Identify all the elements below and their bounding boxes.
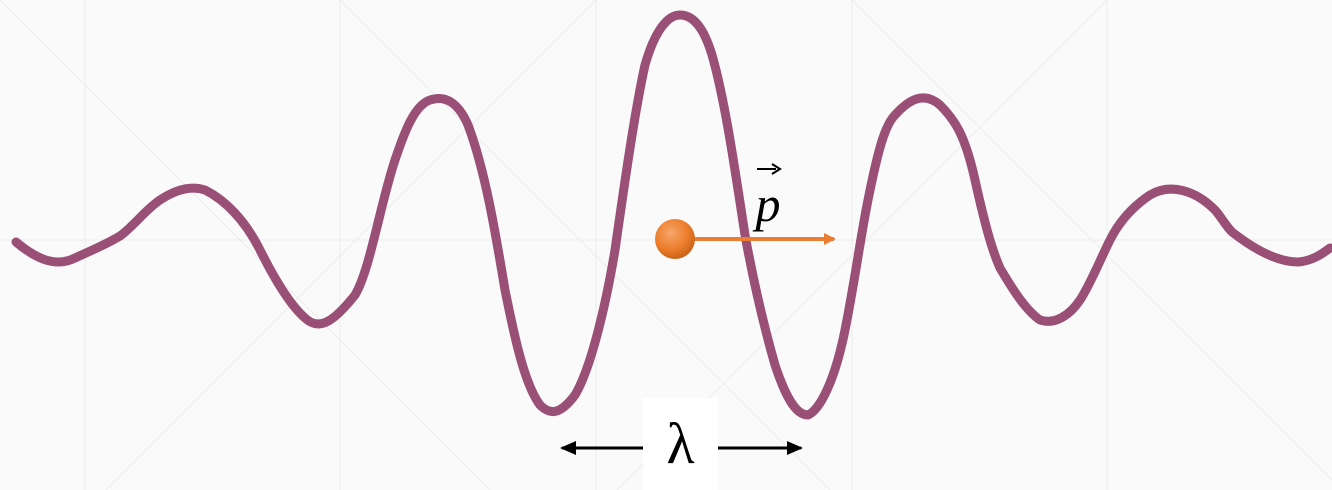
wave-packet-curve bbox=[11, 10, 1332, 420]
particle-icon bbox=[655, 219, 695, 259]
wavelength-label-box: λ bbox=[643, 398, 718, 490]
vector-arrow-icon bbox=[757, 163, 782, 175]
wavelength-label: λ bbox=[666, 411, 695, 476]
momentum-label: p bbox=[755, 176, 781, 232]
